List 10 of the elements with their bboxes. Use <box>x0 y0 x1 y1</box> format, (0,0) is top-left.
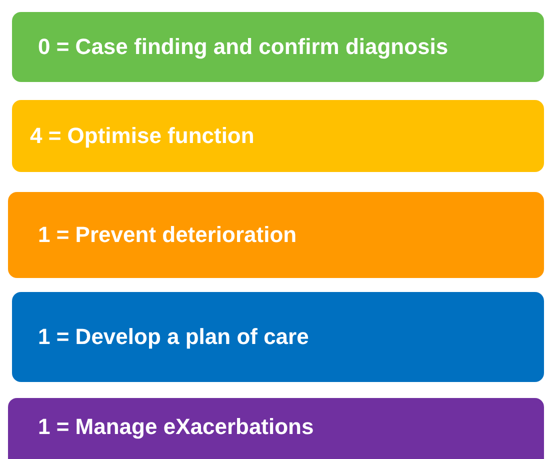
step-bar <box>12 100 544 172</box>
step-label: 1 = Develop a plan of care <box>38 324 309 350</box>
step-bar <box>8 192 544 278</box>
step-bar <box>12 12 544 82</box>
step-bar <box>12 292 544 382</box>
step-label: 1 = Prevent deterioration <box>38 222 297 248</box>
step-bar <box>8 398 544 459</box>
step-label: 1 = Manage eXacerbations <box>38 414 314 440</box>
step-label: 4 = Optimise function <box>30 123 254 149</box>
step-label: 0 = Case finding and confirm diagnosis <box>38 34 448 60</box>
